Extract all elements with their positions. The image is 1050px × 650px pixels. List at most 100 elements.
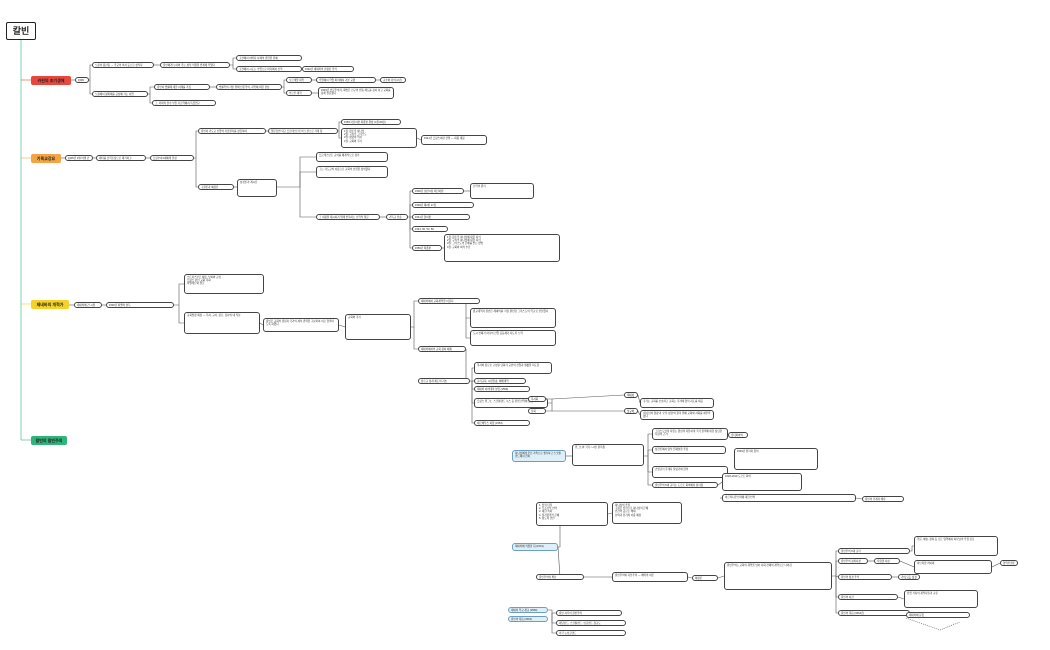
node[interactable]: 고전에서 아버지 사제의 권한을 유예	[236, 55, 302, 61]
connector-line	[910, 545, 914, 552]
node[interactable]: 거의 모든 성경의 주석을 저술	[898, 574, 920, 580]
node[interactable]: 1559년 최종판	[412, 245, 442, 251]
node[interactable]: 당회	[528, 408, 546, 414]
node[interactable]: 기독교 전승	[386, 214, 408, 220]
node[interactable]: 칼빈의 성경 주석	[838, 574, 892, 580]
node[interactable]: 칼빈은 교회의 권징과 국가의 세속 권력을 구분하여 서로 협력하도록 하였다	[263, 318, 339, 332]
node[interactable]: 질문답변 되고 프로테스탄트의 노선으로 가게 됨	[268, 128, 338, 134]
node[interactable]: 칼빈의 죽음 (1564년)	[838, 610, 910, 616]
node[interactable]: 그 내용을 제시하기 위해 반복하는 신학적 질문	[316, 214, 380, 220]
node[interactable]: 제네바 시민권 획득	[624, 392, 638, 398]
node[interactable]: 1. 전적 타락 2. 무조건적 선택 3. 제한 속죄 4. 불가항력적 은혜…	[536, 502, 608, 526]
node[interactable]: 노용의 중산층 → 주교의 비서 등으로 성직자	[92, 62, 154, 68]
node[interactable]: 학문, 예술, 정치 등 모든 영역에서 하나님의 주권 강조	[914, 536, 998, 556]
node[interactable]: 루앙에서 학업 파리에서 기본 교양	[316, 77, 376, 83]
node[interactable]: 칼빈주의 정치사상	[838, 558, 868, 564]
node[interactable]: 칼빈주의 5대 교리	[838, 548, 910, 554]
timeline-node[interactable]: 제네바 학교 개교 (1559)	[508, 607, 548, 613]
node[interactable]: 재미를 신학조정으로 제거하고	[96, 155, 146, 161]
node[interactable]: 국가는 교회를 보호하고 교회는 국가에 영적 지도를 제공	[640, 398, 714, 408]
node[interactable]: 고전에서 시도는 수업으로 파리에서 신학	[236, 66, 302, 72]
node[interactable]: 법률학의 기반 위해 인문주의, 과학에 대한 관심	[216, 84, 282, 90]
node[interactable]: 구원론과 예정론	[198, 184, 234, 190]
node[interactable]: 1권: 창조주 하나님에 대한 지식 2권: 구속주 하나님에 대한 지식 3권…	[444, 234, 560, 262]
node-year[interactable]: 1509년	[75, 77, 89, 83]
node[interactable]: 목사회	[528, 396, 546, 402]
node[interactable]: 장로교 정치 제도의 기초	[418, 378, 470, 384]
node[interactable]: 칼빈주의는 교회의 개혁을 넘어 사회 전체의 개혁으로 나아감	[724, 562, 832, 590]
node[interactable]: 그는 기도교의 이름으로 교회의 본질을 정의했다	[316, 166, 388, 178]
root-node[interactable]: 칼빈	[6, 22, 36, 40]
node[interactable]: 프로테스탄트 교의를 체계적으로 정리	[316, 152, 388, 162]
node[interactable]: 1536년 파렐의 설득	[106, 302, 174, 308]
node[interactable]: 신학의 원리	[470, 183, 534, 199]
node[interactable]: 제네바에 간 시절	[74, 302, 102, 308]
node[interactable]: 칼빈에게 누어와 주는 성직 적원을 받게해 주었다	[160, 62, 230, 68]
node[interactable]: 부르주 대학	[286, 90, 312, 96]
timeline-node[interactable]: 하나님에게 주신 가족으로 생각하고 스코틀랜드에서 전파	[512, 450, 566, 462]
node[interactable]: 저항권 사상	[874, 558, 900, 564]
node[interactable]: 성경론과 계시론	[237, 179, 277, 197]
node[interactable]: 네덜란드, 스코틀랜드, 잉글랜드 청교도	[556, 620, 626, 626]
node[interactable]: 위그노와 국가 / 시민 불복종	[572, 444, 644, 466]
timeline-node[interactable]: 칼빈의 죽음 (1564)	[508, 616, 548, 622]
node[interactable]: 도시 전체가 하나의 신앙 공동체가 되도록 노력	[470, 330, 556, 346]
node[interactable]: 1532년 세네카의 관용론 주석	[302, 66, 354, 72]
node[interactable]: 칼빈이 법률에 대한 이해를 가짐	[154, 84, 210, 90]
node[interactable]: 세르베투스 처형 (1553)	[474, 420, 530, 426]
node[interactable]: 교회법령 제정 — 목사, 교사, 장로, 집사의 네 직분	[184, 312, 260, 334]
node[interactable]: 칼빈의 서신	[838, 594, 898, 600]
node[interactable]: 교리교육, 시편찬송, 예배개혁	[474, 378, 526, 384]
node[interactable]: 칼빈주의 5대 교리는 도르트 회의에서 정리됨	[652, 482, 718, 488]
node[interactable]: 그, 카파의 갈수 부친 기로역에서 독립연구	[152, 100, 216, 106]
node[interactable]: 1618-1619 도르트 회의	[722, 473, 802, 491]
category-calvinism[interactable]: 칼빈의 칼빈주의	[31, 436, 67, 445]
node[interactable]: 칼빈주의와 자본주의 — 베버의 이론	[612, 572, 688, 582]
node[interactable]: 1536년 초판 6장 라틴어판	[412, 188, 464, 194]
node[interactable]: 제네바에 묻힘	[906, 612, 970, 618]
node[interactable]: 그리스도인의 자유는 양심의 자유이며 국가 권력에 대한 정당한 저항의 근거	[652, 428, 728, 440]
node[interactable]: 1539년 제2판 17장	[412, 202, 474, 208]
node[interactable]: 아브라함 카이퍼	[914, 560, 992, 574]
node[interactable]: 제네바에서의 교회 정치 체제	[418, 346, 466, 352]
node[interactable]: 오르레앙 대학	[286, 77, 312, 83]
category-geneva-reformer[interactable]: 제네바의 개혁가	[31, 300, 69, 309]
node[interactable]: 1533년 인문주의자, 제법은 신구의 전통 제도를 깊이 하고 교회를 통해…	[318, 87, 394, 99]
node[interactable]: 설교와 저술 활동	[624, 408, 638, 414]
node[interactable]: 제네바 아카데미 설립 (1559)	[474, 386, 530, 392]
node[interactable]: 성찬론에서 영적 임재설을 주장	[652, 446, 726, 454]
timeline-node[interactable]: 제네바에 직접한 뒤 (1541)	[512, 543, 558, 551]
node[interactable]: 예정론	[692, 575, 718, 581]
node[interactable]: 칼빈의 후계자 베자	[862, 496, 904, 502]
node[interactable]: 유럽 각지의 개혁자들과 교류	[904, 590, 978, 608]
node[interactable]: 미국 뉴잉글랜드	[556, 630, 626, 636]
node[interactable]: 칼빈 사후의 칼빈주의	[556, 610, 622, 616]
node[interactable]: 하나님의 주권 구원은 전적으로 하나님의 은혜 인간의 공로는 배제 선택과 …	[612, 502, 682, 524]
node[interactable]: 1549년 취리히 합의	[734, 448, 818, 470]
node[interactable]: 1541년 불어판	[412, 214, 470, 220]
category-label: 칼빈의 칼빈주의	[35, 438, 63, 443]
node[interactable]: 칼빈이 기도교 신앙의 기본원리를 정립하여	[198, 128, 266, 134]
node[interactable]: 1541년 프랑스어판 간행 — 대중 계몽	[421, 135, 487, 145]
category-early-life[interactable]: 카핀의 초기생애	[31, 76, 71, 85]
node[interactable]: 1권: 창조주 하나님 2권: 구속주 그리스도 3권: 성령의 역사 4권: …	[341, 128, 417, 148]
node[interactable]: 루터파와의 차이	[728, 432, 748, 438]
node[interactable]: 1559 라틴어판 최종판 완성 (4권 80장)	[341, 119, 401, 125]
category-institutes[interactable]: 기독교강요	[31, 154, 61, 163]
node[interactable]: 교수와 강의 (2년)	[380, 77, 406, 83]
node[interactable]: 교회와 국가	[345, 314, 411, 340]
node[interactable]: 프랑수아1세에게 헌정	[150, 155, 194, 161]
connector-line	[89, 64, 92, 81]
node[interactable]: 스트라스부르 체류, 부처와 교류 프랑스 난민 교회 목회 이델레트와 결혼	[184, 274, 264, 294]
node[interactable]: 종교개혁자 칼빈은 제네바를 '가장 완전한 그리스도의 학교'로 만들었다	[470, 308, 556, 328]
node[interactable]: 1536년 3월 바젤 간행	[65, 155, 93, 161]
node[interactable]: 아르미니우스파에 대한 반박	[722, 494, 856, 502]
node[interactable]: 제네바에서 교회개혁을 이끌다	[418, 298, 480, 304]
node[interactable]: '하나님의 영광'과 '오직 성경'의 원리 위에 교회와 사회를 세우려 했다	[640, 410, 714, 420]
node[interactable]: 칼빈주의의 확산	[536, 574, 584, 580]
node[interactable]: 츠빙글리 후계자 불링거와 합의	[652, 466, 728, 478]
node[interactable]: 1543, 50, 53, 59	[412, 226, 448, 232]
node[interactable]: 목사와 장로로 구성된 당회가 교인의 신앙과 생활을 지도함	[474, 362, 552, 374]
node[interactable]: 노용에서 평화해를 공상에 가는 사업	[92, 91, 148, 97]
node[interactable]: 영역주권론	[1000, 560, 1018, 566]
